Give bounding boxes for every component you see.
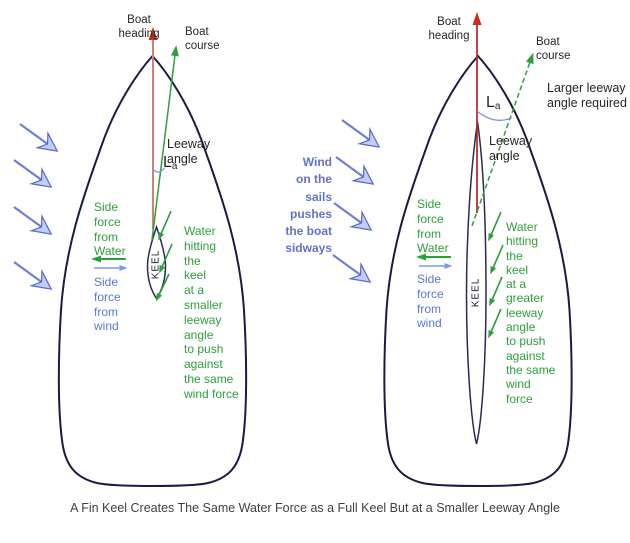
left-boat-course-label: Boat course <box>185 26 220 52</box>
keel-flow-arrow <box>488 308 502 339</box>
left-boat-heading-label: Boat heading <box>118 14 160 40</box>
right-boat-heading-label: Boat heading <box>428 16 470 42</box>
wind-arrow <box>7 198 58 243</box>
right-water-hitting-text: Water hitting the keel at a greater leew… <box>506 220 556 406</box>
keel-flow-arrow <box>489 276 503 307</box>
left-water-hitting-text: Water hitting the keel at a smaller leew… <box>184 224 239 401</box>
right-side-force-wind-label: Side force from wind <box>417 272 444 331</box>
keel-flow-arrow <box>488 211 502 242</box>
wind-arrow <box>326 246 377 291</box>
right-leeway-angle-label: Leeway angle <box>489 134 533 163</box>
left-side-force-wind-label: Side force from wind <box>94 275 121 334</box>
keel-flow-arrow <box>490 244 504 275</box>
keel-flow-arrow <box>159 243 173 274</box>
left-leeway-arc <box>151 167 166 173</box>
wind-on-sails-text: Wind on the sails pushes the boat sidway… <box>285 155 332 256</box>
diagram-caption: A Fin Keel Creates The Same Water Force … <box>70 501 560 515</box>
keel-flow-arrow <box>155 273 170 302</box>
wind-arrow <box>13 115 64 160</box>
left-la-label: La <box>163 154 178 173</box>
left-keel-label: KEEL <box>150 249 162 280</box>
right-course-arrow <box>471 52 534 227</box>
larger-leeway-note: Larger leeway angle required <box>547 81 627 110</box>
wind-arrow <box>329 148 380 193</box>
wind-arrow <box>7 253 58 298</box>
left-leeway-angle-label: Leeway angle <box>167 137 211 166</box>
right-side-force-water-label: Side force from Water <box>417 197 449 256</box>
left-side-force-water-label: Side force from Water <box>94 200 126 259</box>
right-full-keel <box>465 121 487 445</box>
right-boat-course-label: Boat course <box>536 36 571 62</box>
left-course-arrow <box>151 45 179 241</box>
wind-arrow <box>335 111 386 156</box>
wind-arrow <box>7 151 58 196</box>
wind-arrow <box>327 194 378 239</box>
right-keel-label: KEEL <box>470 277 482 308</box>
right-la-label: La <box>486 94 501 113</box>
right-leeway-arc <box>476 110 512 121</box>
keel-flow-arrow <box>158 210 172 241</box>
